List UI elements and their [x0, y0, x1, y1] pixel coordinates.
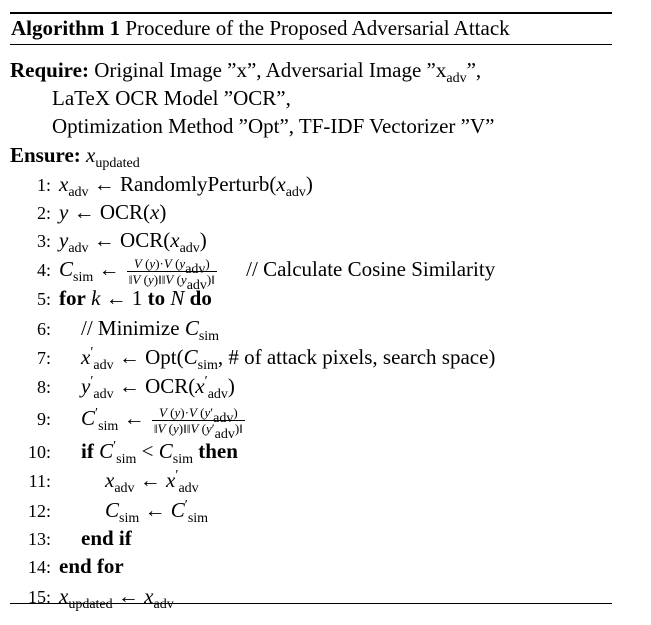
require-text-1: Original Image ”x”, Adversarial Image ”x…	[94, 58, 482, 86]
algorithm-caption: Algorithm 1 Procedure of the Proposed Ad…	[10, 14, 612, 44]
algo-line-8: 8:y′adv ← OCR(x′adv)	[36, 374, 235, 402]
algo-line-2: 2:y ← OCR(x)	[36, 200, 167, 224]
caption-title: Procedure of the Proposed Adversarial At…	[125, 16, 510, 40]
algo-line-11: 11:xadv ← x′adv	[28, 468, 199, 496]
cosine-fraction-prime: V (y)·V (y′adv) ‖V (y)‖‖V (y′adv)‖	[151, 404, 245, 442]
algo-line-14: 14:end for	[27, 554, 124, 578]
algo-line-3: 3:yadv ← OCR(xadv)	[36, 228, 207, 256]
algo-line-10: 10:if C′sim < Csim then	[27, 439, 238, 467]
require-line-3: Optimization Method ”Opt”, TF-IDF Vector…	[52, 114, 495, 138]
algo-line-12: 12:Csim ← C′sim	[27, 498, 209, 526]
algo-line-13: 13:end if	[27, 526, 132, 550]
bottom-rule	[10, 603, 612, 604]
algo-line-1: 1:xadv ← RandomlyPerturb(xadv)	[36, 172, 313, 200]
require-line-2: LaTeX OCR Model ”OCR”,	[52, 86, 291, 110]
top-rule	[10, 12, 612, 14]
algo-line-4: 4:Csim ← V (y)·V (yadv) ‖V (y)‖‖V (yadv)…	[36, 255, 496, 293]
caption-rule	[10, 44, 612, 45]
cosine-fraction: V (y)·V (yadv) ‖V (y)‖‖V (yadv)‖	[126, 255, 217, 293]
algorithm-box: Algorithm 1 Procedure of the Proposed Ad…	[10, 12, 612, 45]
algo-line-6: 6:// Minimize Csim	[36, 316, 220, 344]
require-line-1: Require: Original Image ”x”, Adversarial…	[10, 58, 482, 86]
algo-line-7: 7:x′adv ← Opt(Csim, # of attack pixels, …	[36, 345, 496, 373]
caption-label: Algorithm 1	[11, 16, 121, 40]
ensure-line: Ensure: xupdated	[10, 143, 140, 171]
algo-line-9: 9:C′sim ← V (y)·V (y′adv) ‖V (y)‖‖V (y′a…	[36, 404, 245, 442]
algo-line-15: 15:xupdated ← xadv	[27, 584, 174, 612]
algo-line-5: 5:for k ← 1 to N do	[36, 286, 212, 310]
